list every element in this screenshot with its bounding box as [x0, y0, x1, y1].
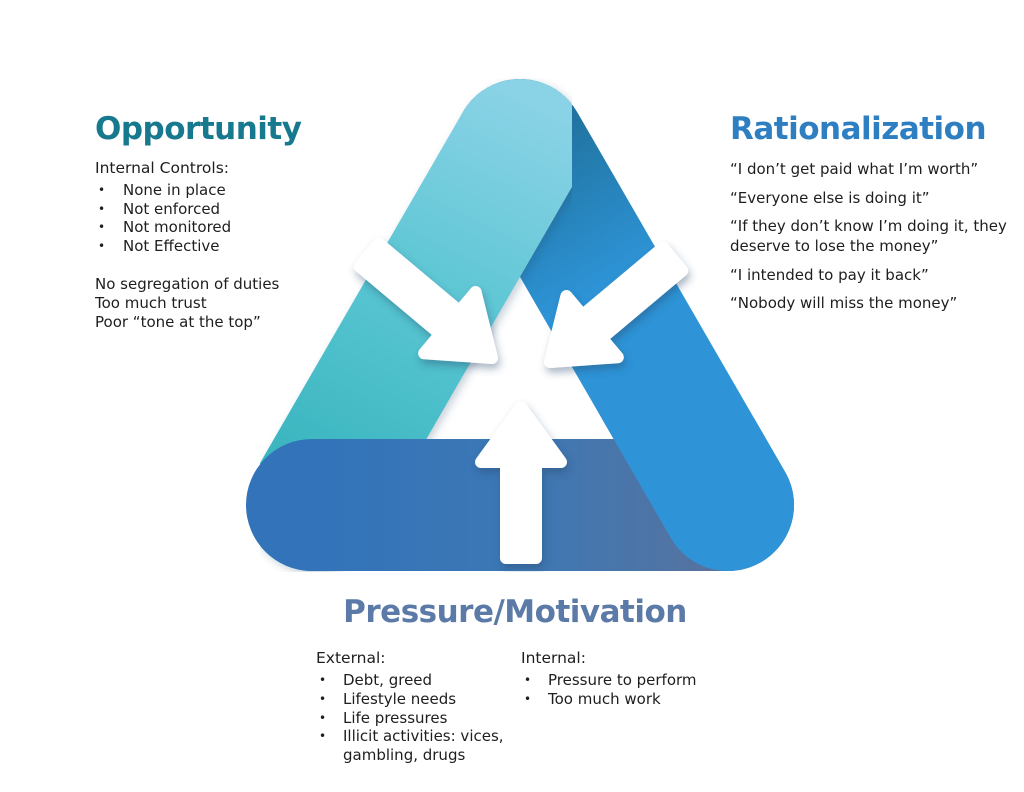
list-item-label: Lifestyle needs — [343, 689, 457, 708]
arrow-from-pressure-icon — [475, 401, 567, 564]
pressure-internal-column: Internal: • Pressure to perform • Too much… — [521, 649, 731, 709]
note-line: Too much trust — [95, 293, 207, 312]
bullet-icon: • — [98, 201, 106, 216]
pressure-external-column: External: • Debt, greed • Lifestyle needs … — [316, 649, 522, 765]
pressure-internal-list: • Pressure to perform • Too much work — [521, 671, 731, 709]
list-item-label: Illicit activities: vices, gambling, dru… — [343, 727, 504, 765]
opportunity-section: Opportunity Internal Controls: • None in … — [95, 111, 335, 332]
bullet-icon: • — [319, 729, 327, 744]
list-item: • None in place — [95, 181, 335, 200]
pressure-internal-heading: Internal: — [521, 649, 586, 667]
opportunity-subtitle: Internal Controls: — [95, 159, 229, 177]
bullet-icon: • — [524, 691, 532, 706]
rationalization-section: Rationalization “I don’t get paid what I… — [730, 111, 1024, 322]
bullet-icon: • — [319, 691, 327, 706]
bullet-icon: • — [98, 220, 106, 235]
list-item-label: Life pressures — [343, 708, 448, 727]
list-item-label: Pressure to perform — [548, 671, 697, 689]
list-item-label: Not Effective — [123, 237, 220, 256]
list-item: • Illicit activities: vices, gambling, dr… — [316, 727, 522, 765]
list-item-label: Debt, greed — [343, 671, 433, 689]
pressure-external-heading: External: — [316, 649, 386, 667]
list-item: • Pressure to perform — [521, 671, 731, 690]
opportunity-title: Opportunity — [95, 111, 302, 147]
rationalization-quote: “Nobody will miss the money” — [730, 294, 958, 312]
rationalization-quote: “Everyone else is doing it” — [730, 188, 930, 207]
list-item: • Debt, greed — [316, 671, 522, 690]
list-item-label: None in place — [123, 181, 226, 199]
list-item-label: Not enforced — [123, 199, 221, 218]
arrow-from-opportunity-icon — [353, 237, 498, 364]
list-item: • Not enforced — [95, 200, 335, 219]
note-line: No segregation of duties — [95, 274, 280, 293]
list-item-label: Not monitored — [123, 218, 232, 237]
pressure-external-list: • Debt, greed • Lifestyle needs • Life pres… — [316, 671, 522, 765]
list-item-label: Too much work — [548, 689, 661, 708]
triangle-side-rationalization-overlap — [601, 418, 794, 571]
converging-arrows — [353, 237, 689, 564]
bullet-icon: • — [98, 239, 106, 254]
list-item: • Lifestyle needs — [316, 690, 522, 709]
opportunity-notes: No segregation of duties Too much trust … — [95, 275, 335, 332]
rationalization-quote: “If they don’t know I’m doing it, they d… — [730, 217, 1007, 255]
list-item: • Not Effective — [95, 237, 335, 256]
rationalization-quote: “I intended to pay it back” — [730, 265, 929, 284]
arrow-from-rationalization-icon — [544, 241, 689, 368]
list-item: • Life pressures — [316, 709, 522, 728]
list-item: • Not monitored — [95, 218, 335, 237]
opportunity-bullet-list: • None in place • Not enforced • Not monito… — [95, 181, 335, 256]
fraud-triangle-graphic — [246, 79, 794, 571]
rationalization-title: Rationalization — [730, 111, 987, 147]
pressure-title: Pressure/Motivation — [343, 594, 687, 630]
bullet-icon: • — [524, 673, 532, 687]
bullet-icon: • — [319, 710, 327, 725]
rationalization-quote: “I don’t get paid what I’m worth” — [730, 160, 979, 178]
note-line: Poor “tone at the top” — [95, 312, 261, 331]
list-item: • Too much work — [521, 690, 731, 709]
bullet-icon: • — [98, 183, 106, 197]
bullet-icon: • — [319, 673, 327, 687]
